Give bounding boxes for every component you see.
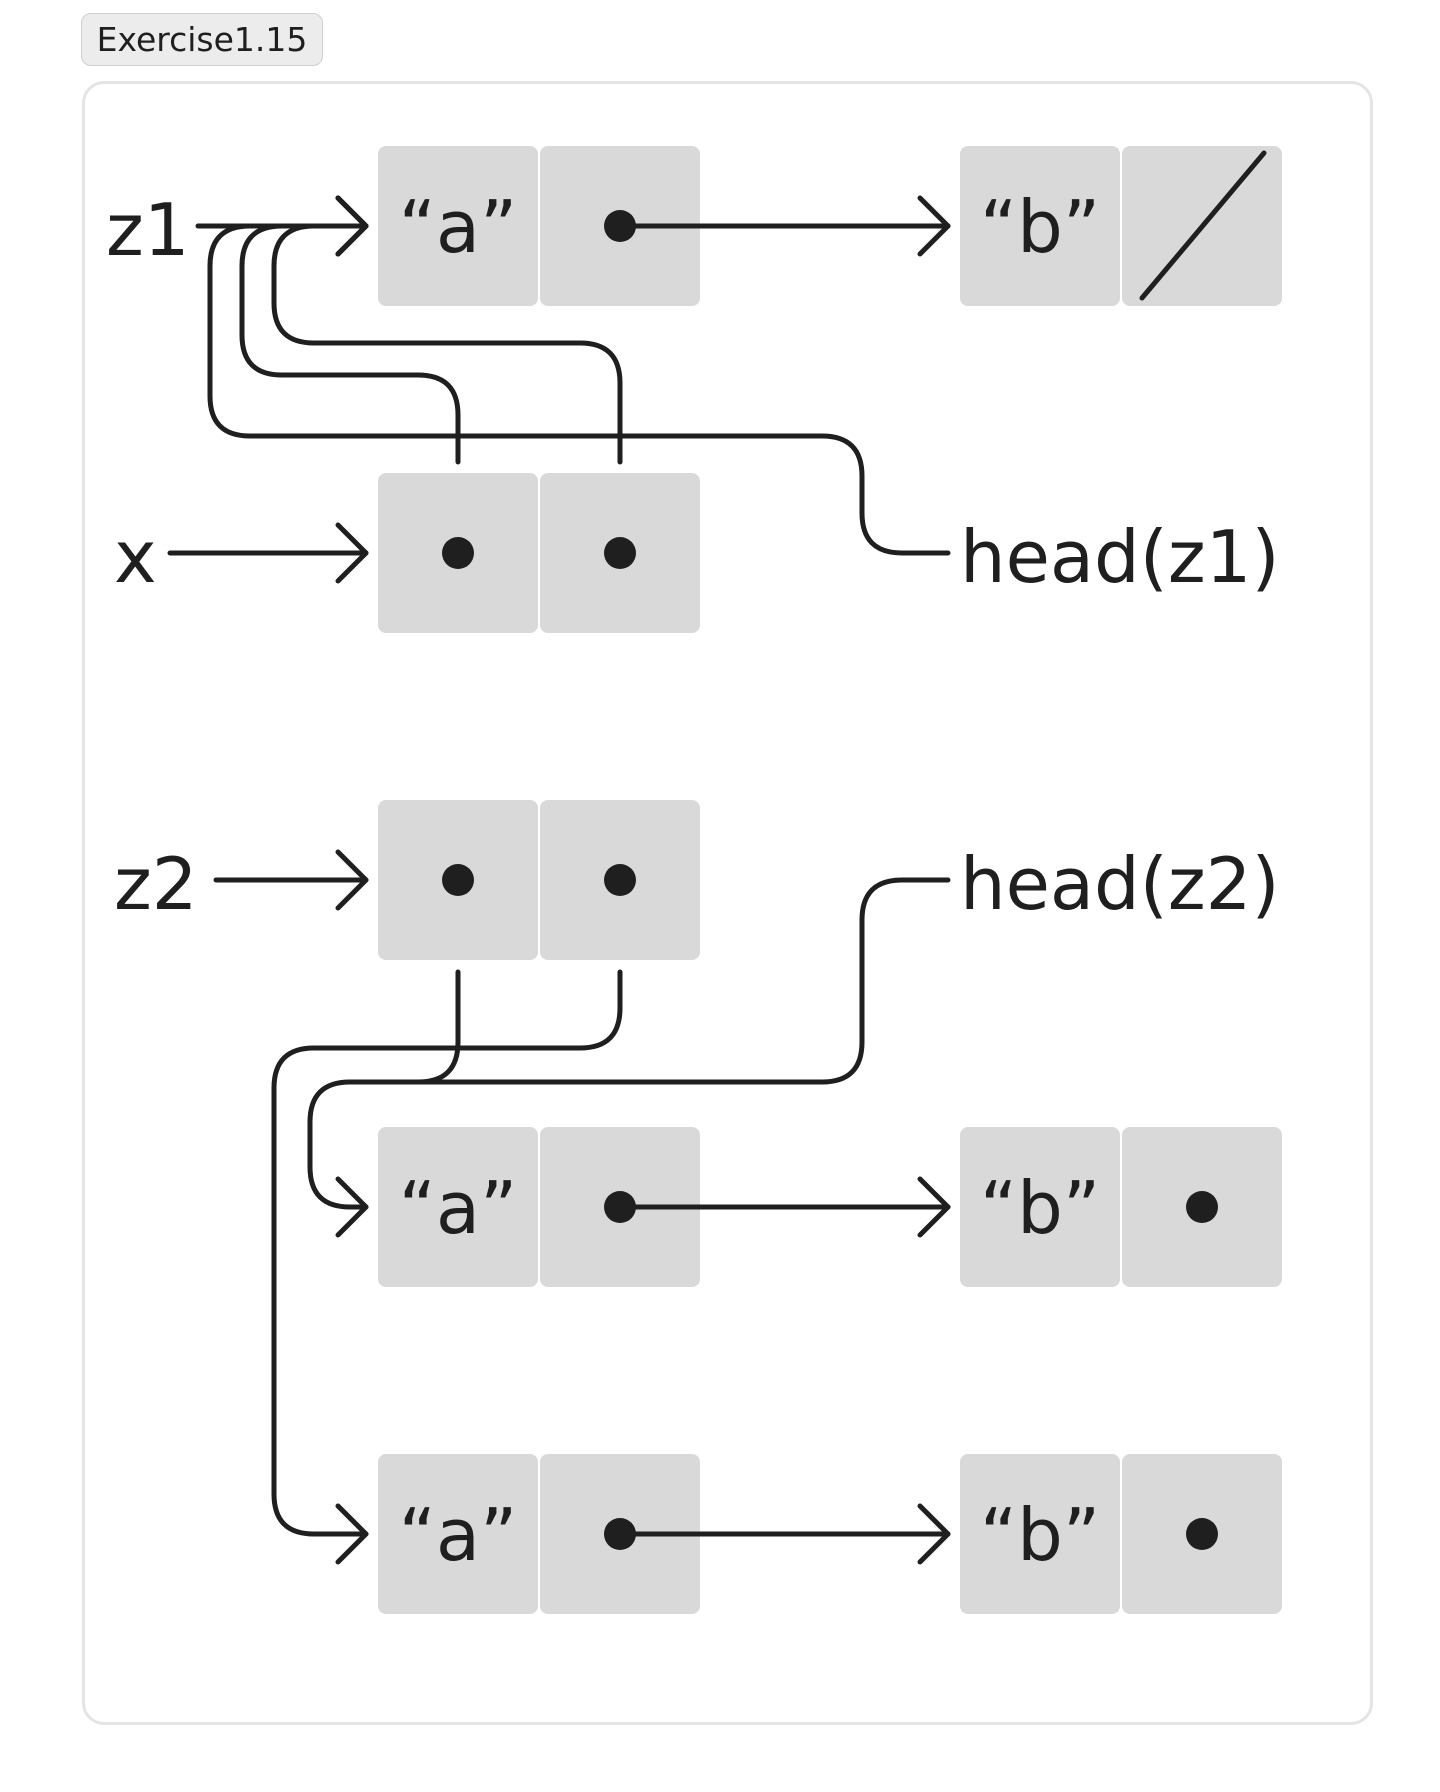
z2-car-pair-2: “b” [960, 1127, 1282, 1287]
z1-pair-1-car-value: “a” [399, 185, 518, 269]
z2-cdr-pair-2-car-value: “b” [980, 1493, 1100, 1577]
x-car-to-z1-arrow [239, 195, 461, 465]
z2-cdr-pair-1-cdr-pointer [604, 1518, 636, 1550]
z2-pair-cdr-pointer [604, 864, 636, 896]
z2-car-pair-1-car [378, 1127, 538, 1287]
z2-cdr-pair-1-car-value: “a” [399, 1493, 518, 1577]
z2-car-pair-2-car-value: “b” [980, 1166, 1100, 1250]
label-head-z1: head(z1) [960, 515, 1280, 599]
z2-cdr-pair-2: “b” [960, 1454, 1282, 1614]
z2-cdr-pair-1: “a” [378, 1454, 700, 1614]
z1-pair-1-cdr-pointer [604, 210, 636, 242]
z1-pair-1: “a” [378, 146, 700, 306]
z2-car-pair-1-car-value: “a” [399, 1166, 518, 1250]
head-z2-pointer [415, 877, 951, 1085]
label-x: x [114, 515, 157, 599]
z2-pair [378, 800, 700, 960]
z2-cdr-pair-2-cdr-pointer [1186, 1518, 1218, 1550]
z2-car-pair-1-cdr-pointer [604, 1191, 636, 1223]
x-pair-cdr-pointer [604, 537, 636, 569]
x-pair-car-pointer [442, 537, 474, 569]
z2-car-pair-2-cdr-pointer [1186, 1191, 1218, 1223]
diagram-frame [82, 81, 1373, 1725]
z2-car-pair-2-car [960, 1127, 1120, 1287]
z2-cdr-pair-1-car [378, 1454, 538, 1614]
z2-cdr-pair-2-car [960, 1454, 1120, 1614]
z1-pair-2-car-value: “b” [980, 185, 1100, 269]
label-z1: z1 [106, 188, 190, 272]
z1-pair-2: “b” [960, 146, 1282, 306]
label-head-z2: head(z2) [960, 842, 1280, 926]
z2-car-pair-1: “a” [378, 1127, 700, 1287]
x-pair [378, 473, 700, 633]
label-z2: z2 [114, 842, 198, 926]
head-z1-pointer [207, 195, 951, 556]
z2-pair-car-pointer [442, 864, 474, 896]
x-cdr-to-z1-arrow [271, 195, 623, 465]
z2-car-arrow [307, 969, 461, 1238]
z1-pair-1-car [378, 146, 538, 306]
nil-slash [1139, 150, 1267, 301]
exercise-tab[interactable]: Exercise1.15 [81, 13, 323, 66]
z2-cdr-arrow [271, 969, 623, 1565]
z1-pair-2-car [960, 146, 1120, 306]
